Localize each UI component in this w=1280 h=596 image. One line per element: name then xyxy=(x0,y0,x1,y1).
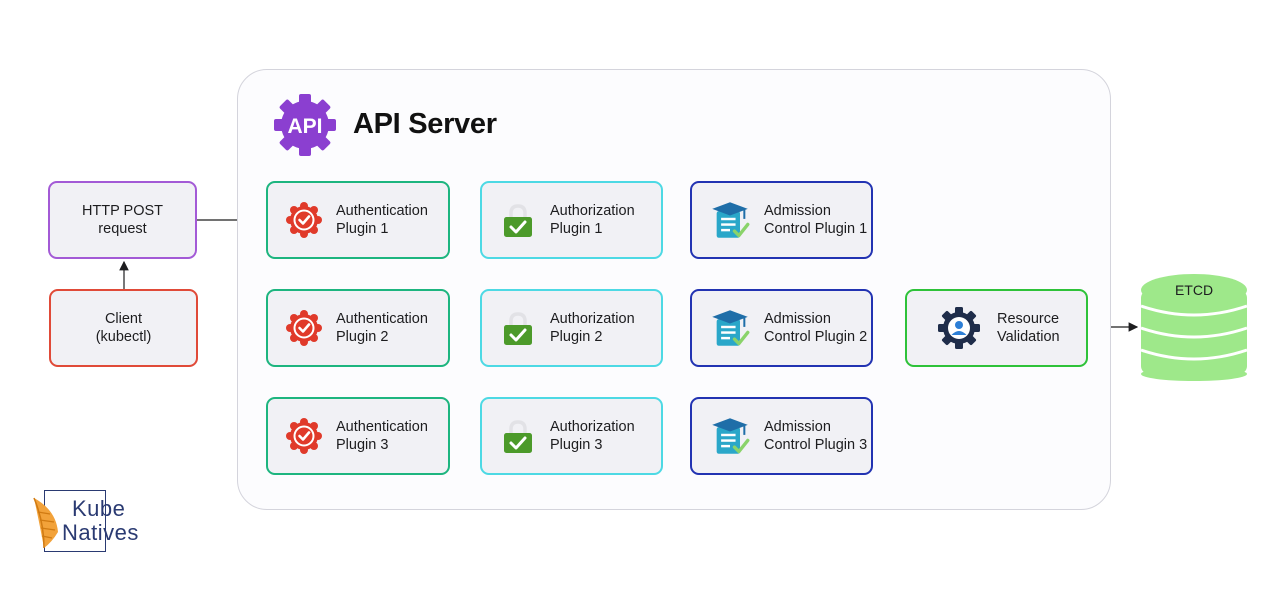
admission-control-plugin-2-label: Admission Control Plugin 2 xyxy=(764,311,868,345)
authentication-plugin-1-label: Authentication Plugin 1 xyxy=(336,203,428,237)
authentication-plugin-3: Authentication Plugin 3 xyxy=(266,397,450,475)
authentication-plugin-2: Authentication Plugin 2 xyxy=(266,289,450,367)
resource-validation-node: Resource Validation xyxy=(905,289,1088,367)
client-node: Client (kubectl) xyxy=(49,289,198,367)
admission-control-plugin-1-label: Admission Control Plugin 1 xyxy=(764,203,868,237)
logo-line-1: Kube xyxy=(72,496,126,521)
api-gear-icon: API xyxy=(274,94,336,156)
kubenatives-logo: Kube Natives xyxy=(30,488,160,558)
feather-icon xyxy=(33,497,58,549)
logo-line-2: Natives xyxy=(62,520,139,545)
authorization-plugin-3: Authorization Plugin 3 xyxy=(480,397,663,475)
badge-check-icon xyxy=(286,202,322,238)
lock-check-icon xyxy=(504,204,532,237)
admission-document-icon xyxy=(712,418,750,454)
page-title: API Server xyxy=(353,108,497,140)
authorization-plugin-2-label: Authorization Plugin 2 xyxy=(550,311,635,345)
badge-check-icon xyxy=(286,310,322,346)
etcd-label: ETCD xyxy=(1174,282,1214,298)
authentication-plugin-3-label: Authentication Plugin 3 xyxy=(336,419,428,453)
authorization-plugin-1-label: Authorization Plugin 1 xyxy=(550,203,635,237)
etcd-database-icon xyxy=(1140,274,1248,381)
admission-control-plugin-3-label: Admission Control Plugin 3 xyxy=(764,419,868,453)
http-post-request-label: HTTP POST request xyxy=(81,203,164,237)
authentication-plugin-2-label: Authentication Plugin 2 xyxy=(336,311,428,345)
resource-validation-label: Resource Validation xyxy=(997,311,1060,345)
admission-control-plugin-2: Admission Control Plugin 2 xyxy=(690,289,873,367)
authorization-plugin-3-label: Authorization Plugin 3 xyxy=(550,419,635,453)
badge-check-icon xyxy=(286,418,322,454)
admission-control-plugin-3: Admission Control Plugin 3 xyxy=(690,397,873,475)
authorization-plugin-1: Authorization Plugin 1 xyxy=(480,181,663,259)
authorization-plugin-2: Authorization Plugin 2 xyxy=(480,289,663,367)
http-post-request-node: HTTP POST request xyxy=(48,181,197,259)
gear-user-icon xyxy=(938,307,980,349)
lock-check-icon xyxy=(504,420,532,453)
admission-control-plugin-1: Admission Control Plugin 1 xyxy=(690,181,873,259)
api-badge-text: API xyxy=(287,115,322,138)
admission-document-icon xyxy=(712,310,750,346)
admission-document-icon xyxy=(712,202,750,238)
authentication-plugin-1: Authentication Plugin 1 xyxy=(266,181,450,259)
client-label: Client (kubectl) xyxy=(95,311,152,345)
lock-check-icon xyxy=(504,312,532,345)
